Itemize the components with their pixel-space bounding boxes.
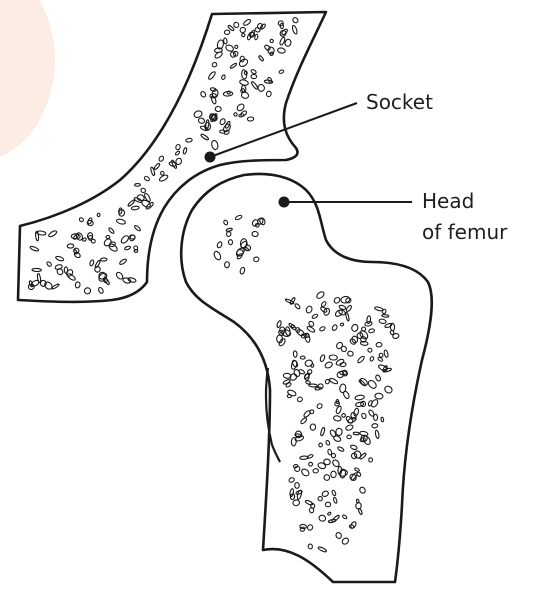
watermark-arc [0, 0, 55, 160]
socket-label: Socket [366, 89, 433, 116]
femur-head-label-line1: Head [422, 188, 474, 215]
femur-head-label-line2: of femur [422, 219, 507, 246]
socket-marker-dot [205, 152, 216, 163]
femur-head-marker-dot [279, 197, 290, 208]
